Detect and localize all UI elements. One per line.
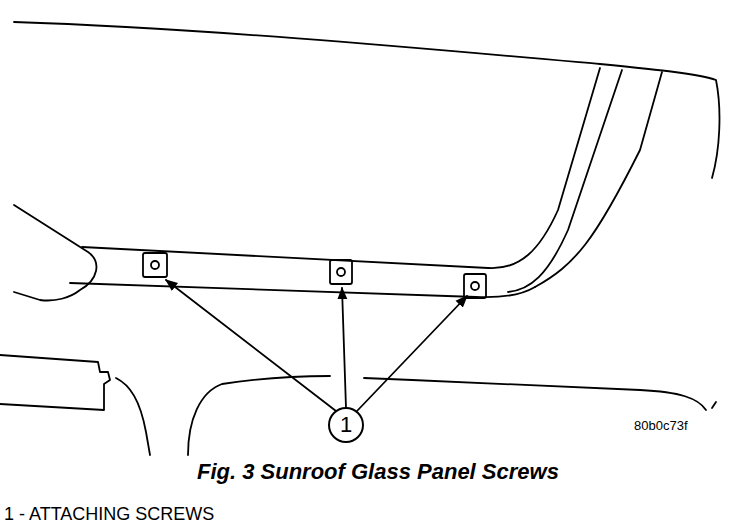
console-pod	[14, 205, 96, 301]
headliner-edge	[364, 378, 706, 410]
screw	[151, 261, 159, 269]
screw-tab	[143, 253, 167, 277]
leader-arrow	[357, 296, 467, 411]
headliner-edge	[116, 378, 150, 455]
screw-tab	[330, 260, 352, 284]
legend-text: 1 - ATTACHING SCREWS	[4, 504, 214, 525]
opening-frame-lower	[70, 283, 535, 297]
headliner-edge	[188, 376, 330, 455]
leader-arrow	[166, 280, 336, 411]
figure-caption: Fig. 3 Sunroof Glass Panel Screws	[197, 459, 559, 485]
figure-code-tick	[712, 402, 716, 408]
callout-number: 1	[340, 412, 352, 438]
opening-frame-upper	[82, 68, 600, 268]
screw	[471, 282, 479, 290]
callout-circle: 1	[328, 407, 364, 443]
opening-frame-right	[535, 72, 662, 287]
figure-code: 80b0c73f	[634, 418, 688, 433]
opening-frame-middle	[508, 70, 622, 292]
screw-tab	[464, 274, 486, 298]
sun-visor	[0, 355, 110, 410]
leader-arrow	[342, 288, 346, 408]
screw	[337, 268, 345, 276]
roof-contour	[14, 22, 719, 178]
